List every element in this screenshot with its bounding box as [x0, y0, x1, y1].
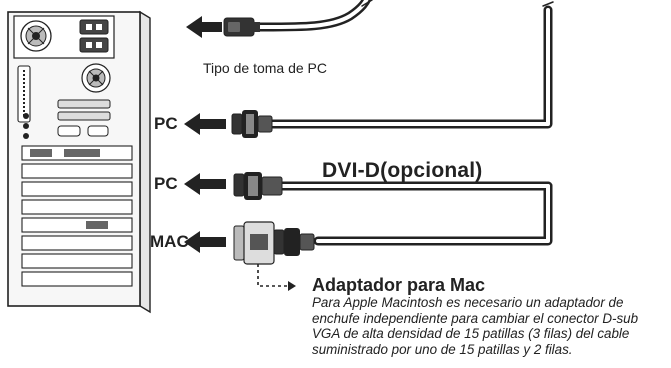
mac-arrow-icon — [184, 231, 226, 253]
case-fan-icon — [81, 63, 111, 93]
power-outlet-caption: Tipo de toma de PC — [203, 60, 327, 76]
mac-adapter-description-line: enchufe independiente para cambiar el co… — [312, 310, 639, 326]
mac-adapter-description: Para Apple Macintosh es necesario un ada… — [312, 295, 638, 357]
mac-adapter-description-line: VGA de alta densidad de 15 patillas (3 f… — [312, 326, 630, 341]
dvi-optional-label: DVI-D(opcional) — [322, 159, 483, 182]
power-arrow-icon — [186, 16, 222, 38]
psu-fan-icon — [20, 20, 52, 52]
connection-label-mac: MAC — [150, 232, 189, 251]
mac-adapter-description-line: Para Apple Macintosh es necesario un ada… — [312, 295, 624, 310]
monitor-cables — [245, 0, 554, 246]
adapter-leader-line — [257, 264, 296, 291]
mac-adapter-description-line: suministrado por uno de 15 patillas y 2 … — [312, 341, 573, 357]
pc-dvi-arrow-icon — [184, 173, 226, 195]
mac-adapter-vga-connector-icon — [233, 221, 315, 265]
vga-d-sub-connector-icon — [231, 110, 273, 138]
pc-tower-back-panel — [7, 10, 151, 314]
connection-label-pc-dvi: PC — [154, 174, 178, 193]
direction-arrows — [184, 16, 226, 253]
pc-vga-arrow-icon — [184, 113, 226, 135]
connection-label-pc-vga: PC — [154, 114, 178, 133]
power-plug-icon — [223, 17, 260, 37]
power-socket-icon — [79, 19, 109, 53]
dvi-connector-icon — [233, 172, 283, 200]
mac-adapter-title: Adaptador para Mac — [312, 275, 486, 295]
